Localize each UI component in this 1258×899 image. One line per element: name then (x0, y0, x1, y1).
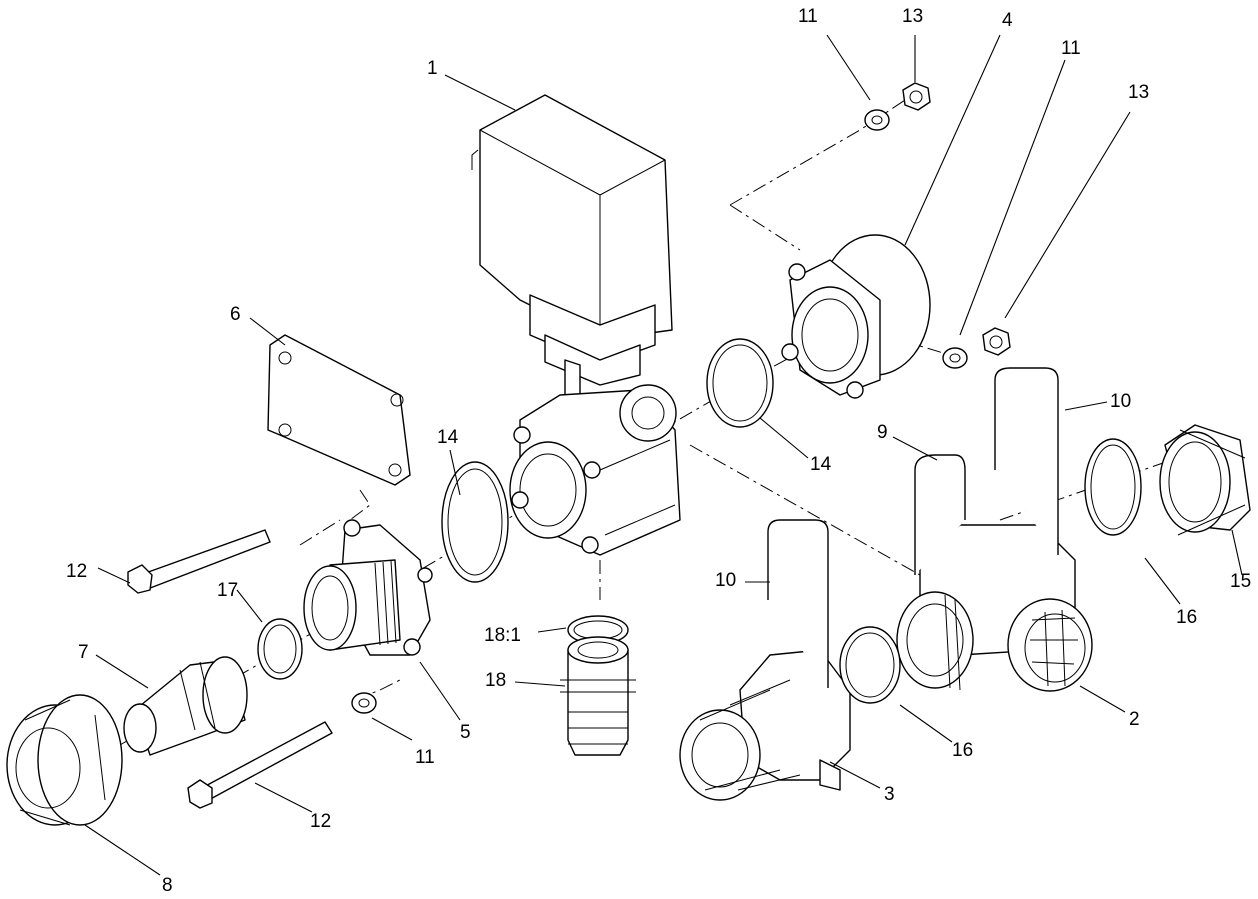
callout-11-bottom: 11 (415, 747, 435, 768)
callout-13-top: 13 (902, 6, 923, 27)
callout-15: 15 (1230, 571, 1251, 592)
seals-and-hardware (257, 82, 1142, 714)
bolts (127, 529, 333, 809)
end-fitting (1159, 424, 1251, 536)
callout-4: 4 (1002, 10, 1013, 31)
callout-18: 18 (485, 670, 506, 691)
callout-9: 9 (877, 422, 888, 443)
callout-3: 3 (884, 784, 895, 805)
callout-12-upper: 12 (66, 561, 87, 582)
gasket-plate (267, 334, 411, 486)
hose-barb (123, 656, 248, 756)
callout-8: 8 (162, 875, 173, 896)
callout-14-right: 14 (810, 454, 832, 475)
callout-11-right: 11 (1061, 38, 1081, 59)
callout-7: 7 (78, 642, 89, 663)
callout-1: 1 (427, 58, 438, 79)
flange-fitting (781, 234, 931, 399)
tee-valve-body (896, 524, 1093, 692)
callout-17: 17 (217, 580, 238, 601)
callout-6: 6 (230, 304, 241, 325)
u-clips (767, 367, 1059, 688)
callout-12-lower: 12 (310, 811, 331, 832)
callout-2: 2 (1129, 709, 1140, 730)
callout-10-lower: 10 (715, 570, 736, 591)
callout-5: 5 (460, 722, 471, 743)
callout-13-right: 13 (1128, 82, 1149, 103)
leader-lines (84, 34, 1243, 876)
coupling-nut (6, 694, 123, 826)
callout-14-left: 14 (437, 427, 459, 448)
hose-barb-insert (560, 636, 636, 756)
actuator-valve-assembly (471, 94, 681, 556)
callout-10-upper: 10 (1110, 391, 1131, 412)
callout-16-right: 16 (1176, 607, 1197, 628)
callout-16-left: 16 (952, 740, 973, 761)
callout-11-top: 11 (798, 6, 818, 27)
barbed-elbow-fitting (679, 649, 851, 801)
callout-18-1: 18:1 (484, 625, 521, 646)
threaded-adapter (303, 519, 433, 656)
callouts: 1 2 3 4 5 6 7 8 9 10 10 11 11 11 12 12 1… (66, 6, 1251, 896)
